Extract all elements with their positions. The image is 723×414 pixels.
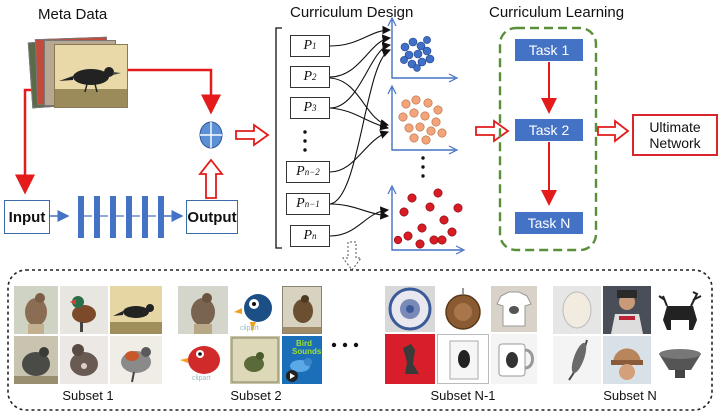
subset-2-image-3	[282, 286, 322, 334]
subset-1-image-5	[60, 336, 108, 384]
output-box: Output	[186, 200, 238, 234]
subset-1-label: Subset 1	[62, 388, 114, 403]
combine-to-design-hollow-arrow	[235, 123, 270, 147]
learning-dashed-box	[498, 26, 598, 252]
ultimate-network-box: Ultimate Network	[632, 114, 718, 156]
subset-n-image-4	[553, 336, 601, 384]
meta-data-title: Meta Data	[38, 6, 108, 23]
subset-n-1-image-5	[437, 334, 489, 384]
design-to-learning-hollow-arrow	[475, 119, 510, 143]
subset-n-image-5	[603, 336, 651, 384]
clipart-watermark: clipart	[240, 325, 259, 332]
subset-n-image-1	[553, 286, 601, 334]
subset-2-image-6: Bird Sounds	[282, 336, 322, 384]
subset-n-image-2	[603, 286, 651, 334]
plot-1-dots	[400, 36, 435, 72]
bird-icon	[55, 67, 127, 107]
subset-1-image-2	[60, 286, 108, 334]
plot-n-dots	[393, 188, 463, 249]
subset-n-1-image-1	[385, 286, 435, 332]
svg-text:clipart: clipart	[192, 375, 211, 382]
task-2-box: Task 2	[515, 119, 583, 141]
task-1-box: Task 1	[515, 39, 583, 61]
subset-1-image-1	[14, 286, 58, 334]
curriculum-design-title: Curriculum Design	[290, 4, 414, 21]
input-box: Input	[4, 200, 50, 234]
combine-node	[199, 121, 223, 149]
subset-2-label: Subset 2	[230, 388, 282, 403]
cnn-layers	[48, 196, 184, 238]
plot-2-dots	[398, 95, 447, 145]
subset-2-image-2: clipart	[230, 286, 280, 334]
curriculum-learning-title: Curriculum Learning	[489, 4, 625, 21]
subset-1-image-3	[110, 286, 162, 334]
subset-n-label: Subset N	[603, 388, 657, 403]
subset-1-image-6	[110, 336, 162, 384]
output-to-combine-hollow-arrow	[198, 158, 224, 199]
ultimate-label-line2: Network	[649, 135, 701, 151]
plot-2-axes	[387, 84, 459, 155]
partition-connectors	[329, 25, 392, 237]
plot-1-axes	[387, 16, 459, 83]
subset-n-image-6	[653, 336, 707, 384]
design-to-subsets-dashed-arrow	[342, 241, 362, 271]
subset-n-1-image-6	[491, 334, 537, 384]
task-n-box: Task N	[515, 212, 583, 234]
plot-n-axes	[387, 184, 466, 255]
subset-2-image-4: clipart	[178, 336, 228, 384]
bird-sounds-text-line2: Sounds	[292, 347, 322, 356]
subset-n-1-image-3	[491, 286, 537, 332]
meta-data-image-stack	[27, 36, 128, 111]
bird-sounds-text-line1: Bird	[296, 339, 312, 348]
subset-n-image-3	[653, 286, 707, 334]
subset-2-image-5	[230, 336, 280, 384]
learning-to-ultimate-hollow-arrow	[597, 119, 630, 143]
subset-1-image-4	[14, 336, 58, 384]
design-bracket	[275, 27, 282, 249]
subset-n-1-label: Subset N-1	[430, 388, 496, 403]
subset-2-image-1	[178, 286, 228, 334]
subset-n-1-image-4	[385, 334, 435, 384]
meta-to-combine-arrow	[120, 68, 221, 115]
ultimate-label-line1: Ultimate	[649, 119, 701, 135]
subset-n-1-image-2	[437, 286, 489, 332]
